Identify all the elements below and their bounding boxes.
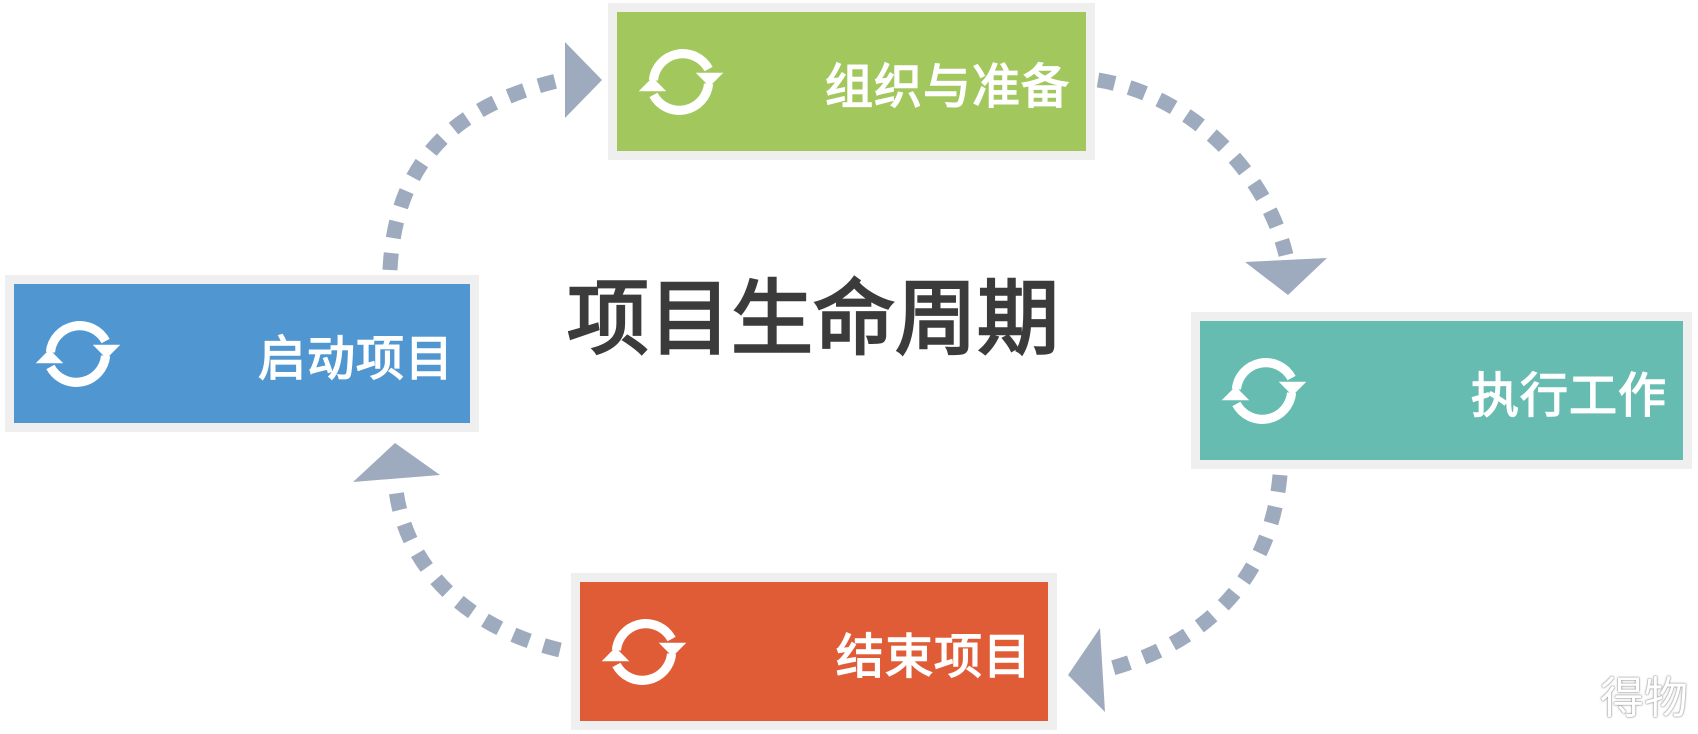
step-execute-work: 执行工作	[1191, 312, 1692, 469]
arrowhead-prep-to-exec	[1245, 258, 1327, 295]
arrow-start-to-prep	[382, 71, 567, 271]
step-start-project: 启动项目	[5, 275, 479, 432]
step-close-project: 结束项目	[571, 573, 1057, 730]
step-organize-prepare: 组织与准备	[608, 3, 1095, 160]
arrowhead-close-to-start	[353, 443, 440, 482]
refresh-icon	[1221, 357, 1307, 424]
step-label: 组织与准备	[824, 58, 1070, 115]
arrowhead-exec-to-close	[1068, 628, 1105, 712]
step-label: 启动项目	[257, 330, 454, 387]
arrow-close-to-start	[387, 479, 562, 658]
diagram-title: 项目生命周期	[566, 271, 1059, 367]
step-label: 结束项目	[835, 628, 1032, 685]
refresh-icon	[638, 48, 724, 115]
step-label: 执行工作	[1470, 367, 1667, 424]
arrowhead-start-to-prep	[565, 42, 602, 118]
refresh-icon	[35, 320, 121, 387]
refresh-icon	[601, 618, 687, 685]
watermark: 得物	[1600, 673, 1688, 724]
arrow-prep-to-exec	[1096, 72, 1294, 257]
arrow-exec-to-close	[1103, 474, 1288, 678]
